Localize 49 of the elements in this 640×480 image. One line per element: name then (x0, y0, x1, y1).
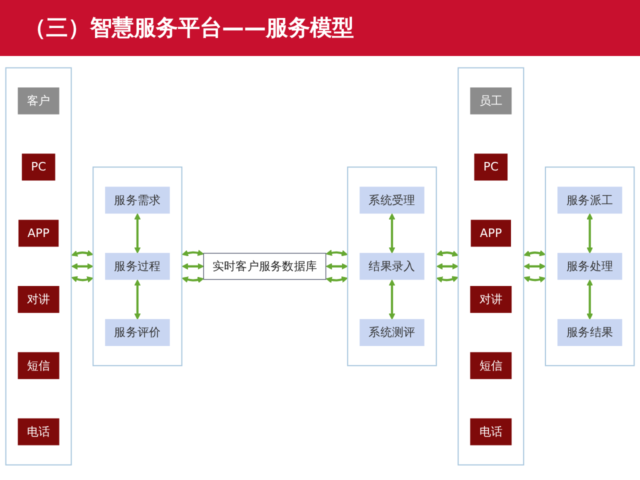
node-box: 对讲 (18, 286, 60, 313)
arrow (586, 279, 593, 320)
node-box: 员工 (470, 87, 512, 114)
arrow (524, 250, 546, 256)
node-box: 服务结果 (557, 318, 622, 346)
arrow (326, 262, 348, 270)
node-box: 系统测评 (360, 318, 424, 346)
cluster (92, 166, 182, 366)
node-box: 电话 (470, 418, 512, 445)
arrow (436, 262, 458, 270)
cluster (458, 66, 524, 466)
arrow (134, 212, 141, 254)
node-box: APP (470, 219, 511, 246)
node-box: 服务派工 (557, 186, 622, 214)
node-box: 实时客户服务数据库 (203, 252, 326, 280)
arrow (71, 262, 94, 270)
arrow (182, 249, 204, 256)
arrow (134, 279, 141, 320)
cluster (347, 166, 437, 366)
arrow (436, 250, 458, 256)
arrow (71, 250, 94, 256)
node-box: 服务评价 (105, 318, 170, 346)
node-box: 短信 (470, 352, 512, 379)
arrow (326, 249, 348, 256)
node-box: 服务需求 (105, 186, 170, 214)
node-box: 服务过程 (105, 252, 170, 280)
arrow (71, 276, 94, 282)
arrow (326, 276, 348, 283)
node-box: PC (22, 153, 56, 180)
cluster (5, 66, 72, 466)
node-box: 系统受理 (360, 186, 424, 214)
slide-title: （三）智慧服务平台——服务模型 (24, 15, 354, 43)
node-box: 结果录入 (360, 252, 424, 280)
arrow (182, 276, 204, 283)
node-box: 服务处理 (557, 252, 622, 280)
node-box: APP (18, 219, 59, 246)
cluster (544, 166, 635, 366)
arrow (524, 276, 546, 282)
arrow (388, 212, 396, 254)
arrow (436, 276, 458, 282)
node-box: 客户 (18, 87, 60, 114)
node-box: 短信 (18, 352, 60, 379)
node-box: 电话 (18, 418, 60, 445)
arrow (388, 279, 396, 320)
node-box: 对讲 (470, 286, 512, 313)
arrow (586, 212, 593, 254)
node-box: PC (474, 153, 508, 180)
arrow (182, 262, 204, 270)
arrow (524, 262, 546, 270)
